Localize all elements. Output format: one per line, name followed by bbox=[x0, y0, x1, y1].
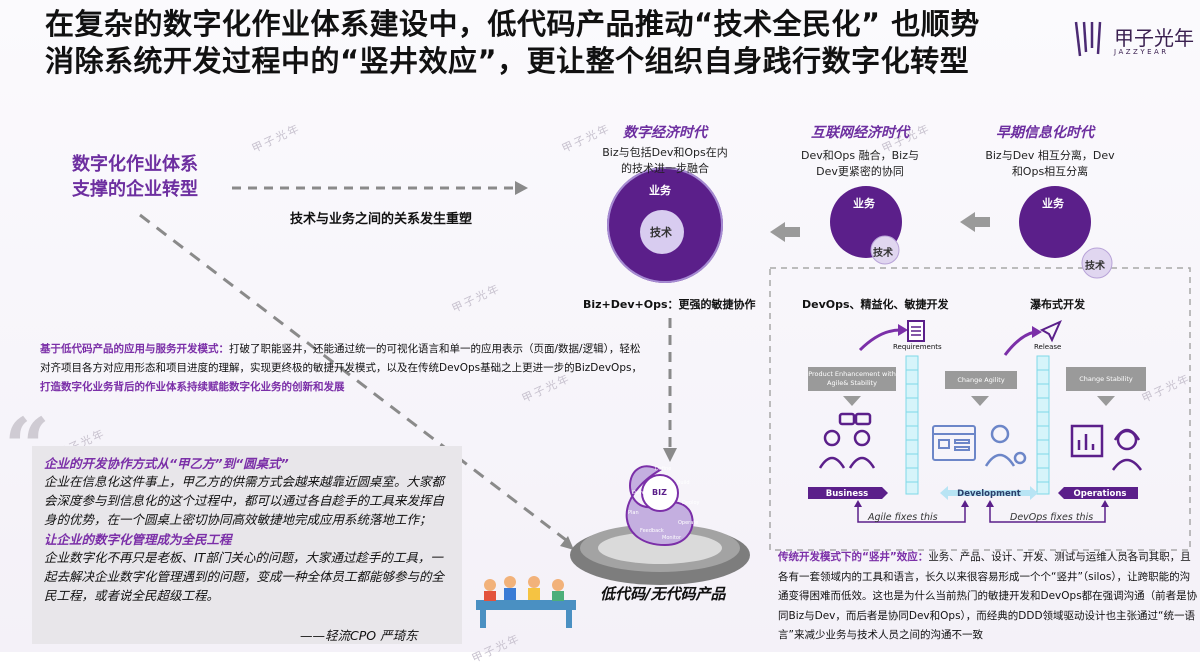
loop-step: Build bbox=[677, 480, 690, 486]
era-desc-line: Dev更紧密的协同 bbox=[816, 165, 904, 178]
tech-circle-large bbox=[640, 210, 684, 254]
silo-wall-left bbox=[905, 355, 919, 495]
operations-bar-label: Operations bbox=[1073, 488, 1127, 499]
waterfall-label: 瀑布式开发 bbox=[1030, 298, 1085, 311]
devops-fix-bracket bbox=[989, 505, 1106, 523]
developer-icon bbox=[984, 424, 1027, 467]
silo-effect-paragraph: 传统开发模式下的“竖井”效应：业务、产品、设计、开发、测试与运维人员各司其职，且… bbox=[778, 548, 1198, 646]
operations-chart-icon bbox=[1070, 424, 1104, 458]
arrow-head bbox=[515, 181, 528, 195]
business-bar bbox=[808, 487, 888, 499]
logo-text: 甲子光年 bbox=[1114, 26, 1194, 50]
development-bar-label: Development bbox=[957, 488, 1021, 499]
operations-bar bbox=[1058, 487, 1138, 499]
para1-tail: 打造数字化业务背后的作业体系持续赋能数字化业务的创新和发展 bbox=[40, 381, 345, 393]
era-desc-digital: Biz与包括Dev和Ops在内 的技术进一步融合 bbox=[580, 145, 750, 177]
tech-label-small: 技术 bbox=[1085, 261, 1105, 272]
logo-icon bbox=[1074, 21, 1102, 57]
business-bar-label: Business bbox=[825, 488, 869, 499]
bizdevops-loop-icon bbox=[625, 465, 694, 547]
era-title-early: 早期信息化时代 bbox=[996, 125, 1094, 141]
dashed-arrow-diagonal bbox=[139, 213, 571, 545]
quote-body-2: 企业数字化不再只是老板、IT部门关心的问题，大家通过趁手的工具，一起去解决企业数… bbox=[44, 550, 445, 603]
development-screen-icon bbox=[932, 425, 976, 461]
loop-step: Operate bbox=[678, 520, 699, 526]
team-illustration-icon bbox=[476, 576, 576, 628]
tech-label-large: 技术 bbox=[650, 226, 672, 239]
era-desc-internet: Dev和Ops 融合，Biz与 Dev更紧密的协同 bbox=[780, 148, 940, 180]
para1-body: 打破了职能竖井，还能通过统一的可视化语言和单一的应用表示（页面/数据/逻辑），轻… bbox=[40, 343, 642, 374]
release-icon bbox=[1039, 320, 1062, 343]
agile-fix-label: Agile fixes this bbox=[868, 512, 938, 523]
subject-line-1: 数字化作业体系 bbox=[72, 154, 198, 175]
tech-circle-mid bbox=[870, 235, 900, 265]
lowcode-mode-paragraph: 基于低代码产品的应用与服务开发模式：打破了职能竖井，还能通过统一的可视化语言和单… bbox=[40, 340, 645, 397]
era-desc-line: Dev和Ops 融合，Biz与 bbox=[801, 149, 919, 162]
para1-lead: 基于低代码产品的应用与服务开发模式： bbox=[40, 343, 229, 355]
era-desc-line: 的技术进一步融合 bbox=[621, 162, 709, 175]
loop-step: Monitor bbox=[662, 535, 682, 541]
quote-author: ——轻流CPO 严琦东 bbox=[300, 628, 418, 643]
quote-body-1: 企业在信息化这件事上，甲乙方的供需方式会越来越靠近圆桌室。大家都会深度参与到信息… bbox=[44, 474, 445, 527]
era-title-internet: 互联网经济时代 bbox=[811, 125, 909, 141]
tech-circle-small bbox=[1081, 247, 1113, 279]
support-agent-icon bbox=[1111, 428, 1143, 471]
agile-fix-bracket bbox=[857, 505, 966, 523]
era-desc-line: Biz与包括Dev和Ops在内 bbox=[602, 146, 728, 159]
change-stability-box: Change Stability bbox=[1066, 367, 1146, 391]
loop-step: Plan bbox=[628, 510, 639, 516]
devops-label: DevOps、精益化、敏捷开发 bbox=[802, 298, 949, 311]
agile-stability-box: Product Enhancement with Agile& Stabilit… bbox=[808, 367, 896, 391]
era-title-digital: 数字经济时代 bbox=[623, 125, 707, 141]
title-line-2: 消除系统开发过程中的“竖井效应”，更让整个组织自身践行数字化转型 bbox=[45, 44, 970, 78]
subject-heading: 数字化作业体系 支撑的企业转型 bbox=[60, 152, 210, 202]
diagram-canvas bbox=[139, 167, 1191, 628]
logo-subtext: JAZZYEAR bbox=[1114, 48, 1169, 56]
dashed-panel bbox=[769, 267, 1191, 551]
arrow-head bbox=[663, 448, 677, 462]
era-desc-early: Biz与Dev 相互分离，Dev 和Ops相互分离 bbox=[970, 148, 1130, 180]
quote-mark-icon: “ bbox=[4, 400, 51, 494]
title-line-1: 在复杂的数字化作业体系建设中，低代码产品推动“技术全民化” 也顺势 bbox=[45, 7, 980, 41]
page-title: 在复杂的数字化作业体系建设中，低代码产品推动“技术全民化” 也顺势 消除系统开发… bbox=[45, 6, 1055, 80]
curved-arrow bbox=[858, 328, 901, 352]
development-bar bbox=[940, 486, 1038, 500]
business-circle-small bbox=[1019, 186, 1091, 258]
silo-wall-right bbox=[1036, 355, 1050, 495]
loop-step: Develop bbox=[632, 490, 653, 496]
trad-lead: 传统开发模式下的“竖井”效应： bbox=[778, 551, 929, 563]
era-arrow-icon bbox=[770, 222, 800, 242]
requirements-label: Requirements bbox=[893, 343, 942, 351]
relation-text: 技术与业务之间的关系发生重塑 bbox=[290, 212, 473, 227]
curved-arrow bbox=[1003, 330, 1036, 356]
business-people-icon bbox=[818, 412, 876, 469]
business-label-large: 业务 bbox=[649, 184, 671, 197]
era-arrow-icon bbox=[960, 212, 990, 232]
quote-heading-1: 企业的开发协作方式从“甲乙方”到“圆桌式” bbox=[44, 456, 289, 471]
quote-box bbox=[32, 446, 462, 644]
loop-step: Deploy bbox=[682, 500, 700, 506]
loop-step: Define bbox=[655, 466, 672, 472]
quote-heading-2: 让企业的数字化管理成为全民工程 bbox=[44, 532, 232, 547]
subject-line-2: 支撑的企业转型 bbox=[72, 179, 198, 200]
business-label-small: 业务 bbox=[1042, 197, 1064, 210]
business-label-mid: 业务 bbox=[853, 197, 875, 210]
arrow-head bbox=[560, 536, 574, 550]
trad-body: 业务、产品、设计、开发、测试与运维人员各司其职，且各有一套领域内的工具和语言，长… bbox=[778, 551, 1198, 641]
change-agility-box: Change Agility bbox=[945, 371, 1017, 389]
loop-center-label: BIZ bbox=[652, 488, 667, 497]
era-desc-line: 和Ops相互分离 bbox=[1011, 165, 1089, 178]
era-desc-line: Biz与Dev 相互分离，Dev bbox=[985, 149, 1115, 162]
lowcode-label: 低代码/无代码产品 bbox=[600, 585, 726, 603]
release-label: Release bbox=[1034, 343, 1062, 351]
bizdevops-label: Biz+Dev+Ops：更强的敏捷协作 bbox=[583, 298, 756, 311]
tech-label-mid: 技术 bbox=[873, 248, 893, 259]
loop-step: Feedback bbox=[640, 528, 664, 534]
devops-fix-label: DevOps fixes this bbox=[1010, 512, 1094, 523]
quote-content: 企业的开发协作方式从“甲乙方”到“圆桌式” 企业在信息化这件事上，甲乙方的供需方… bbox=[44, 453, 454, 605]
